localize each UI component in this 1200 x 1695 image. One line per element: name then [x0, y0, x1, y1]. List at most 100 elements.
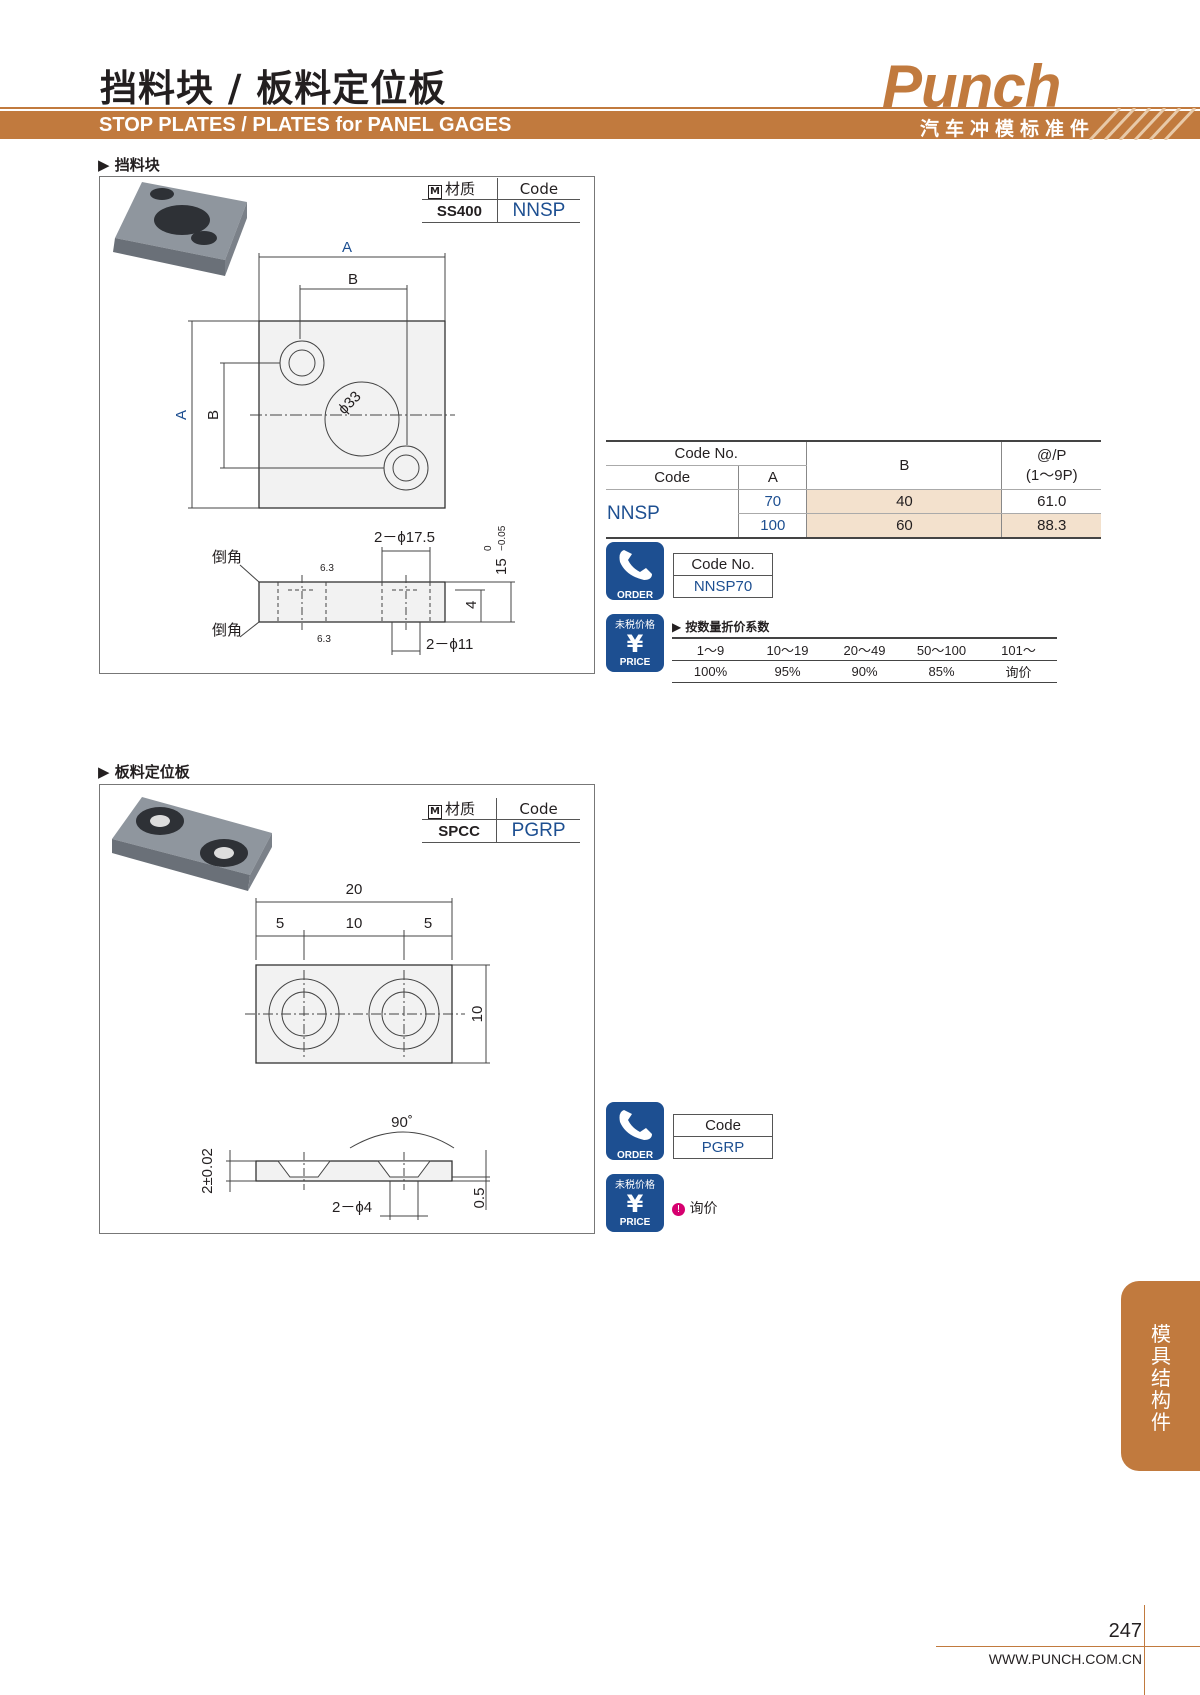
panel-gage-drawing: 20 5 10 5 10 90˚ 2±0.02 2－ϕ4 0.5	[199, 881, 490, 1220]
stop-plate-drawing: A B A B ϕ33 2－ϕ17.5 2－ϕ11 15 0 −0.05 4 倒…	[173, 239, 515, 655]
material-value: SS400	[422, 199, 498, 223]
section2-title: ▶ 板料定位板	[98, 763, 190, 781]
header-a: A	[738, 465, 807, 490]
qty-1: 1～9	[672, 638, 749, 661]
roughness-top: 6.3	[320, 563, 334, 574]
dim-10: 10	[346, 915, 363, 932]
hole-spec-top: 2－ϕ17.5	[374, 529, 435, 546]
price-icon-bottom: PRICE	[619, 657, 651, 668]
phone-icon-2	[619, 1110, 652, 1140]
section1-title-text: 挡料块	[114, 156, 160, 174]
row1-b: 40	[806, 489, 1002, 514]
yen-icon: ¥	[626, 630, 644, 658]
material-m-icon: M	[428, 185, 442, 199]
dim-20: 20	[346, 881, 363, 898]
row-code: NNSP	[606, 489, 739, 539]
page-subtitle: STOP PLATES / PLATES for PANEL GAGES	[99, 114, 512, 136]
order-code-box: Code No. NNSP70	[673, 553, 773, 598]
row1-price: 61.0	[1001, 489, 1101, 514]
price-icon: 未税价格 ¥ PRICE	[606, 614, 664, 672]
nnsp-spec-table: Code No. B @/P (1～9P) Code A NNSP 70 40 6…	[606, 440, 1101, 539]
dim-a-side: A	[173, 410, 190, 420]
order-code-value-2: PGRP	[674, 1136, 772, 1158]
order-icon-label-2: ORDER	[616, 1150, 654, 1161]
depth-dim-2: 0.5	[471, 1188, 488, 1209]
section1-title: ▶ 挡料块	[98, 156, 160, 174]
tol-top: 0	[483, 545, 494, 551]
row2-a: 100	[738, 513, 807, 539]
header-code-no: Code No.	[606, 440, 807, 466]
order-icon: ORDER	[606, 542, 664, 601]
price-icon-bottom-2: PRICE	[619, 1217, 651, 1228]
qty-5: 101～	[980, 638, 1057, 661]
dim-b-top: B	[348, 271, 358, 288]
order-icon-2: ORDER	[606, 1102, 664, 1161]
price-note-text: 询价	[689, 1201, 718, 1217]
angle-dim: 90˚	[391, 1114, 413, 1131]
material-label-2: 材质	[444, 800, 475, 818]
footer-url[interactable]: WWW.PUNCH.COM.CN	[988, 1651, 1142, 1667]
price-icon-2: 未税价格 ¥ PRICE	[606, 1174, 664, 1232]
price-icon-top: 未税价格	[615, 620, 655, 631]
brand-logo: Punch	[882, 53, 1061, 120]
discount-title-text: 按数量折价系数	[685, 620, 770, 634]
qty-2: 10～19	[749, 638, 826, 661]
order-code-value: NNSP70	[674, 575, 772, 597]
header-price-sub: (1～9P)	[1025, 466, 1078, 484]
discount-table: 1～9 10～19 20～49 50～100 101～ 100% 95% 90%…	[672, 637, 1057, 683]
discount-title: ▶ 按数量折价系数	[672, 620, 770, 634]
depth-dim: 4	[463, 601, 480, 609]
yen-icon-2: ¥	[626, 1190, 644, 1218]
material-value-2: SPCC	[422, 819, 498, 843]
rate-2: 95%	[749, 660, 826, 683]
side-tab[interactable]	[1121, 1281, 1200, 1471]
order-code-label: Code No.	[691, 556, 755, 573]
panel-gage-photo	[112, 797, 272, 891]
order-code-box-2: Code PGRP	[673, 1114, 773, 1159]
page-number: 247	[1108, 1620, 1142, 1642]
footer-hline	[936, 1646, 1200, 1647]
brand-subtitle: 汽车冲模标准件	[920, 118, 1096, 140]
dim-5-left: 5	[276, 915, 284, 932]
hole-spec-bottom: 2－ϕ11	[426, 636, 473, 653]
title-rule	[0, 107, 1200, 109]
rate-1: 100%	[672, 660, 749, 683]
side-tab-label: 模具结构件	[1151, 1322, 1171, 1434]
header-code: Code	[606, 465, 739, 490]
dim-10-height: 10	[469, 1006, 486, 1023]
tol-bottom: −0.05	[497, 525, 508, 551]
qty-4: 50～100	[903, 638, 980, 661]
order-code-label-2: Code	[705, 1117, 741, 1134]
qty-3: 20～49	[826, 638, 903, 661]
row2-b: 60	[806, 513, 1002, 539]
rate-4: 85%	[903, 660, 980, 683]
stop-plate-photo	[113, 182, 247, 276]
order-icon-label: ORDER	[616, 590, 654, 601]
rate-5: 询价	[980, 660, 1057, 683]
price-note: ! 询价	[672, 1198, 717, 1218]
page-title: 挡料块 / 板料定位板	[100, 67, 447, 110]
thickness-dim: 15	[493, 558, 510, 575]
header-price: @/P (1～9P)	[1001, 440, 1101, 490]
row1-a: 70	[738, 489, 807, 514]
footer-vline	[1144, 1605, 1145, 1695]
hole-spec-2: 2－ϕ4	[332, 1199, 372, 1216]
row2-price: 88.3	[1001, 513, 1101, 539]
stripe-decoration	[1088, 108, 1197, 140]
thickness-dim-2: 2±0.02	[199, 1148, 216, 1194]
material-label: 材质	[444, 180, 475, 198]
code-value-2: PGRP	[496, 819, 580, 843]
header-b: B	[806, 440, 1002, 490]
dim-a-top: A	[342, 239, 352, 256]
code-value: NNSP	[497, 199, 580, 223]
section2-title-text: 板料定位板	[114, 763, 190, 781]
header-price-label: @/P	[1037, 446, 1067, 464]
roughness-bottom: 6.3	[317, 634, 331, 645]
rate-3: 90%	[826, 660, 903, 683]
dim-5-right: 5	[424, 915, 432, 932]
code-header-2: Code	[496, 798, 580, 820]
material-m-icon-2: M	[428, 805, 442, 819]
